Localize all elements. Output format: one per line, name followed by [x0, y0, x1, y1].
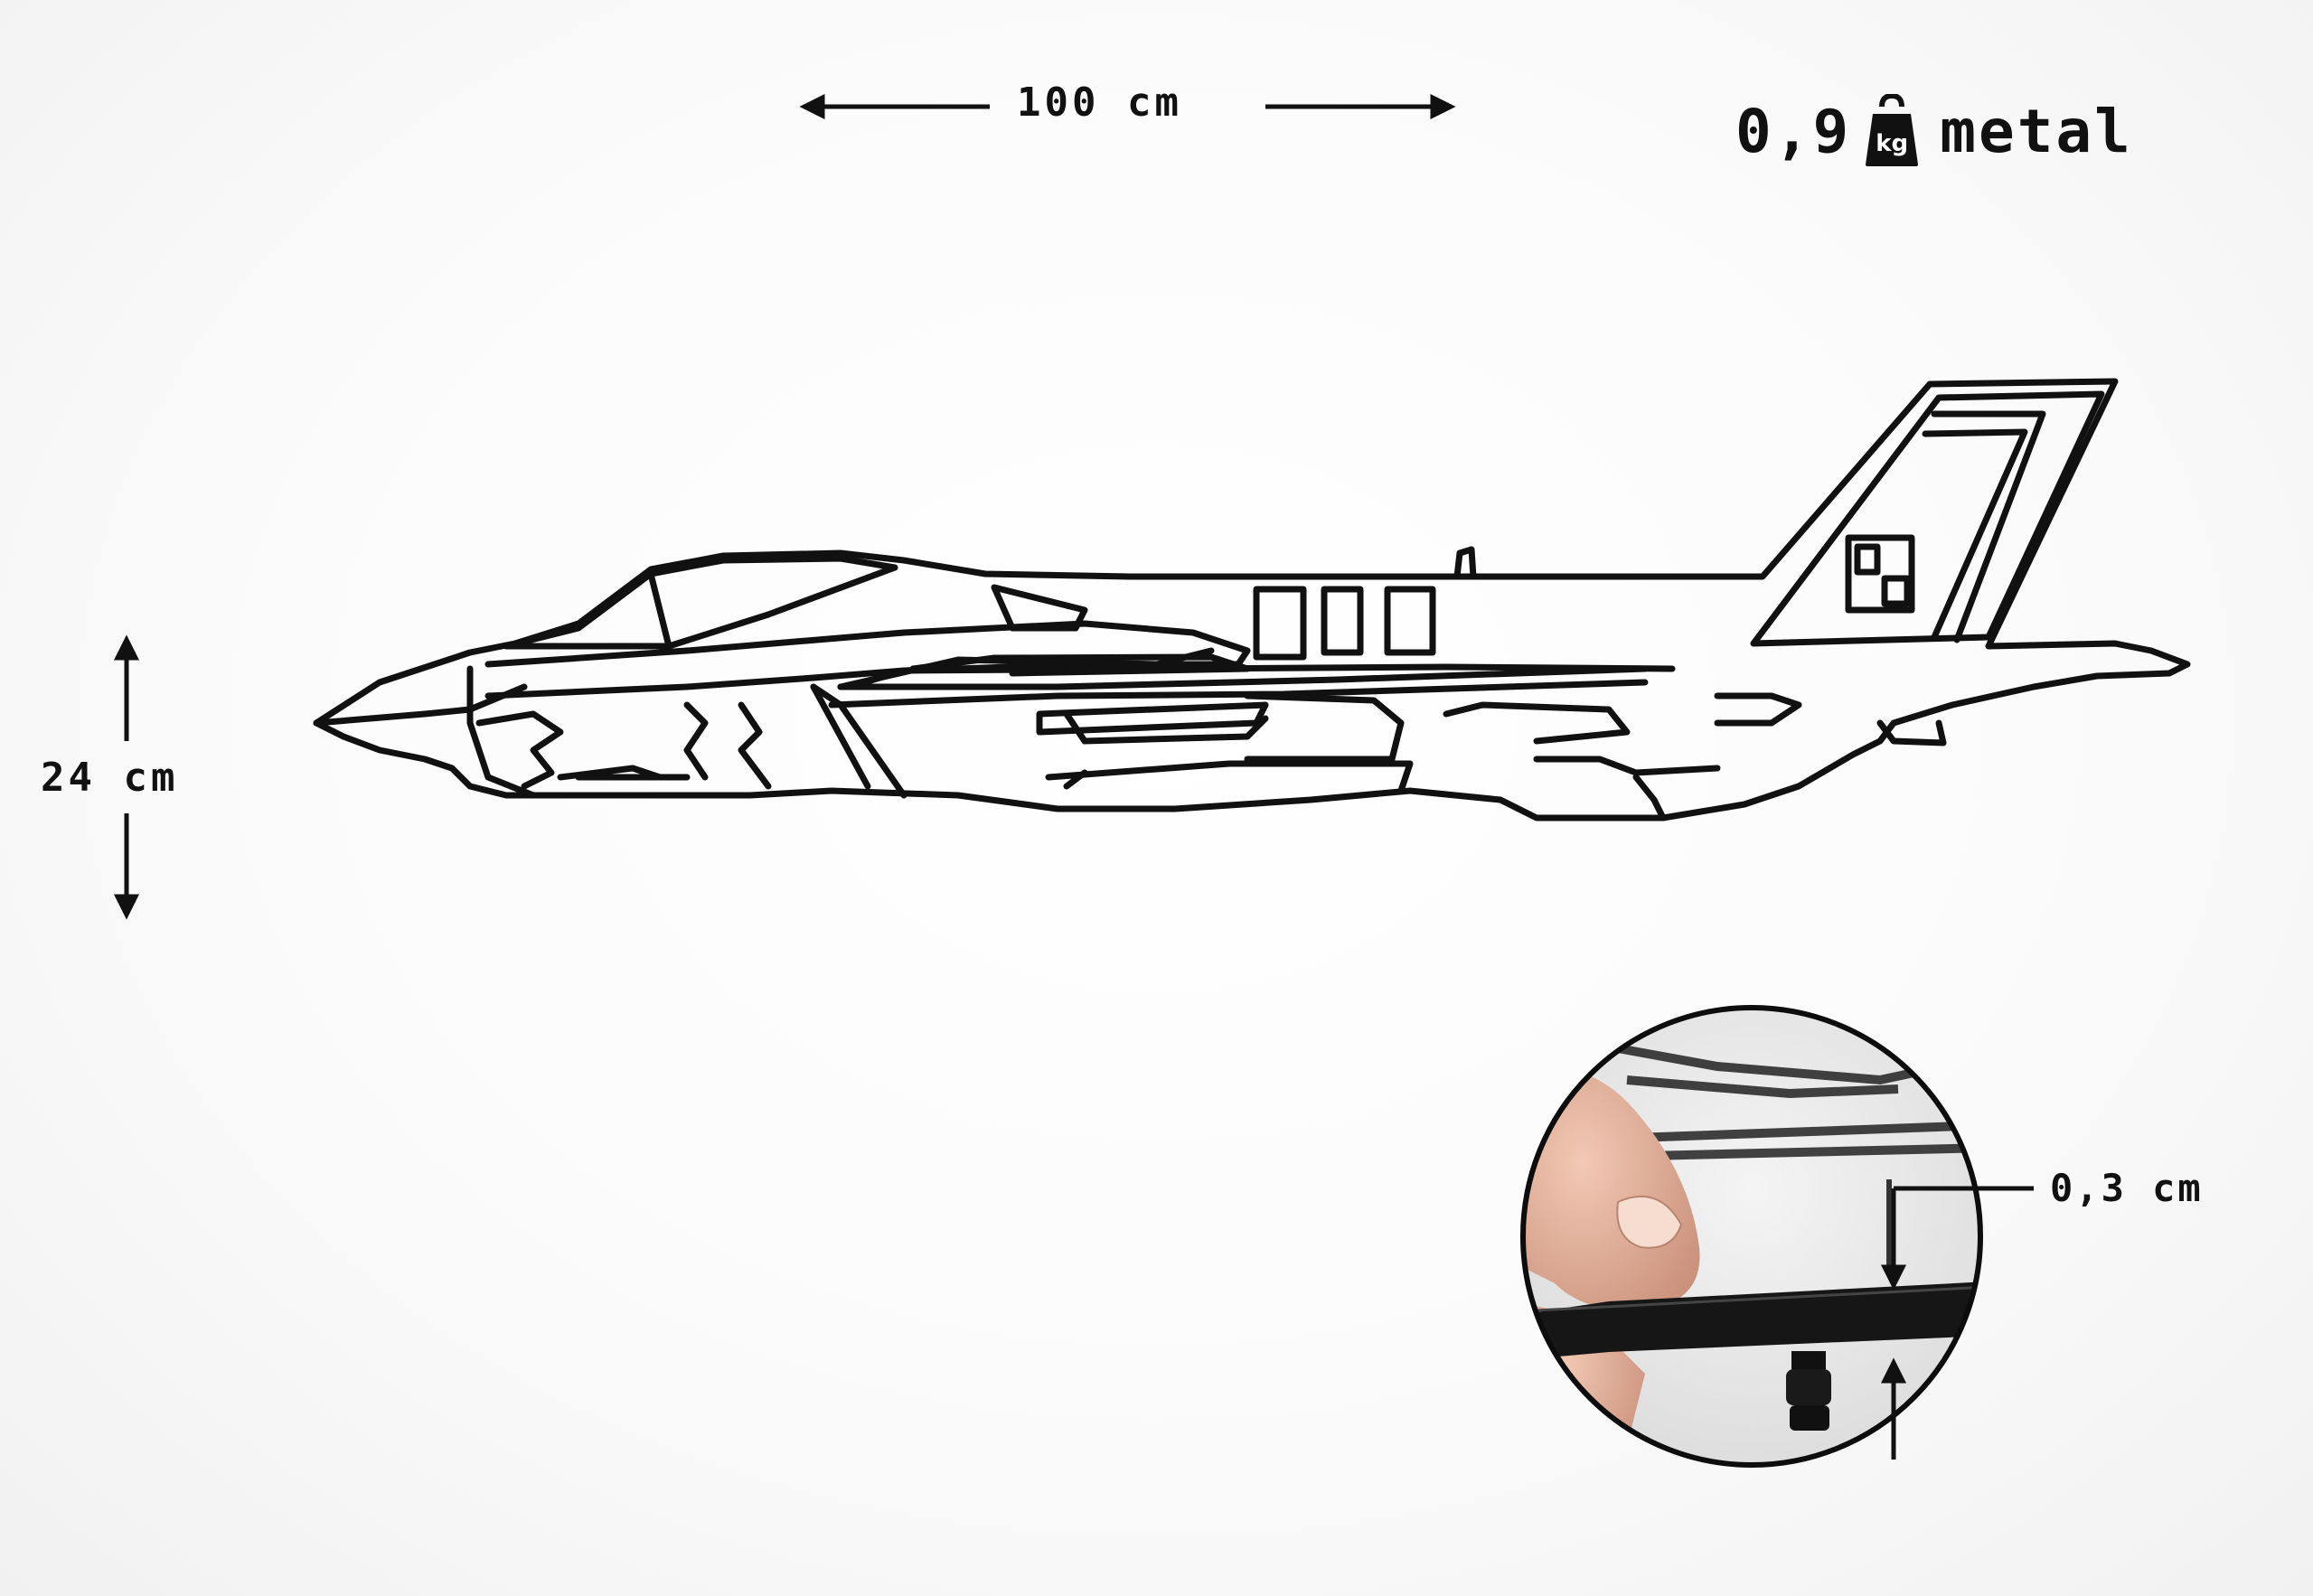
weight-info: 0,9 kg metal [1735, 90, 2133, 172]
height-dimension-label: 24 cm [41, 755, 179, 801]
height-arrow-icon [113, 634, 140, 920]
thickness-detail-zoom [1523, 1008, 1980, 1465]
weight-value: 0,9 [1735, 96, 1852, 166]
weight-unit: kg [1876, 130, 1909, 157]
thickness-arrow-icon [1880, 1186, 2034, 1460]
thickness-dimension-label: 0,3 cm [2050, 1166, 2204, 1210]
zoom-circle-border [1520, 1005, 1983, 1468]
jet-silhouette [313, 378, 2191, 821]
kettlebell-weight-icon: kg [1864, 94, 1920, 168]
width-dimension-label: 100 cm [1017, 80, 1182, 126]
width-arrow-icon [799, 93, 1456, 120]
material-label: metal [1940, 96, 2133, 166]
